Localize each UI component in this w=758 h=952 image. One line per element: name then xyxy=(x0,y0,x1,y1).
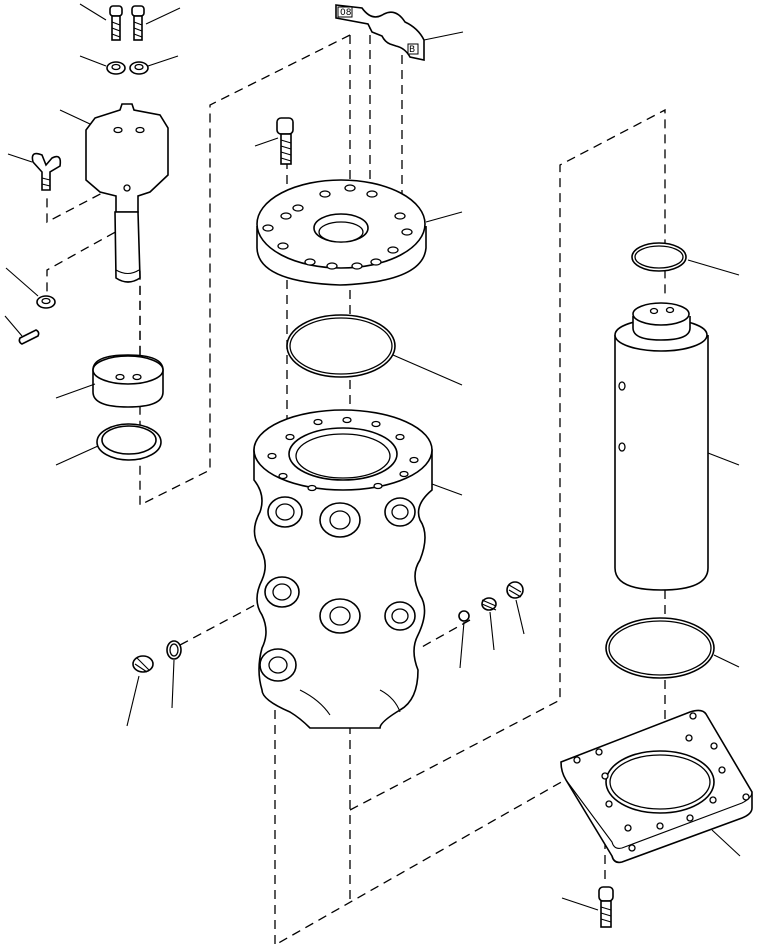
o-ring-center xyxy=(286,314,396,378)
small-o-ring xyxy=(166,640,182,660)
tag-text-b: B xyxy=(409,45,415,55)
base-plate xyxy=(560,709,753,864)
check-ball xyxy=(458,610,470,622)
check-spring xyxy=(481,597,497,611)
cylinder-o-ring-top xyxy=(631,242,687,272)
bottom-cap-screw xyxy=(598,886,614,928)
valve-body xyxy=(253,409,433,729)
flange-plate xyxy=(256,179,427,286)
handle-plate xyxy=(85,103,169,283)
cylinder-o-ring-bottom xyxy=(605,617,715,679)
star-washer xyxy=(36,295,56,309)
leader-lines xyxy=(4,3,741,911)
cylinder xyxy=(614,302,709,591)
bolt-pair xyxy=(109,5,145,41)
set-screw-plug xyxy=(506,581,524,599)
round-cap xyxy=(92,354,164,408)
cap-screw xyxy=(276,117,294,165)
tag-text-a: 08 xyxy=(340,8,352,18)
wing-nut xyxy=(31,152,62,191)
port-plug xyxy=(132,655,154,673)
roll-pin xyxy=(18,329,40,345)
seal-ring-left xyxy=(96,423,162,461)
identification-tag: 08 B xyxy=(335,4,425,61)
lock-washer-pair xyxy=(106,61,149,75)
